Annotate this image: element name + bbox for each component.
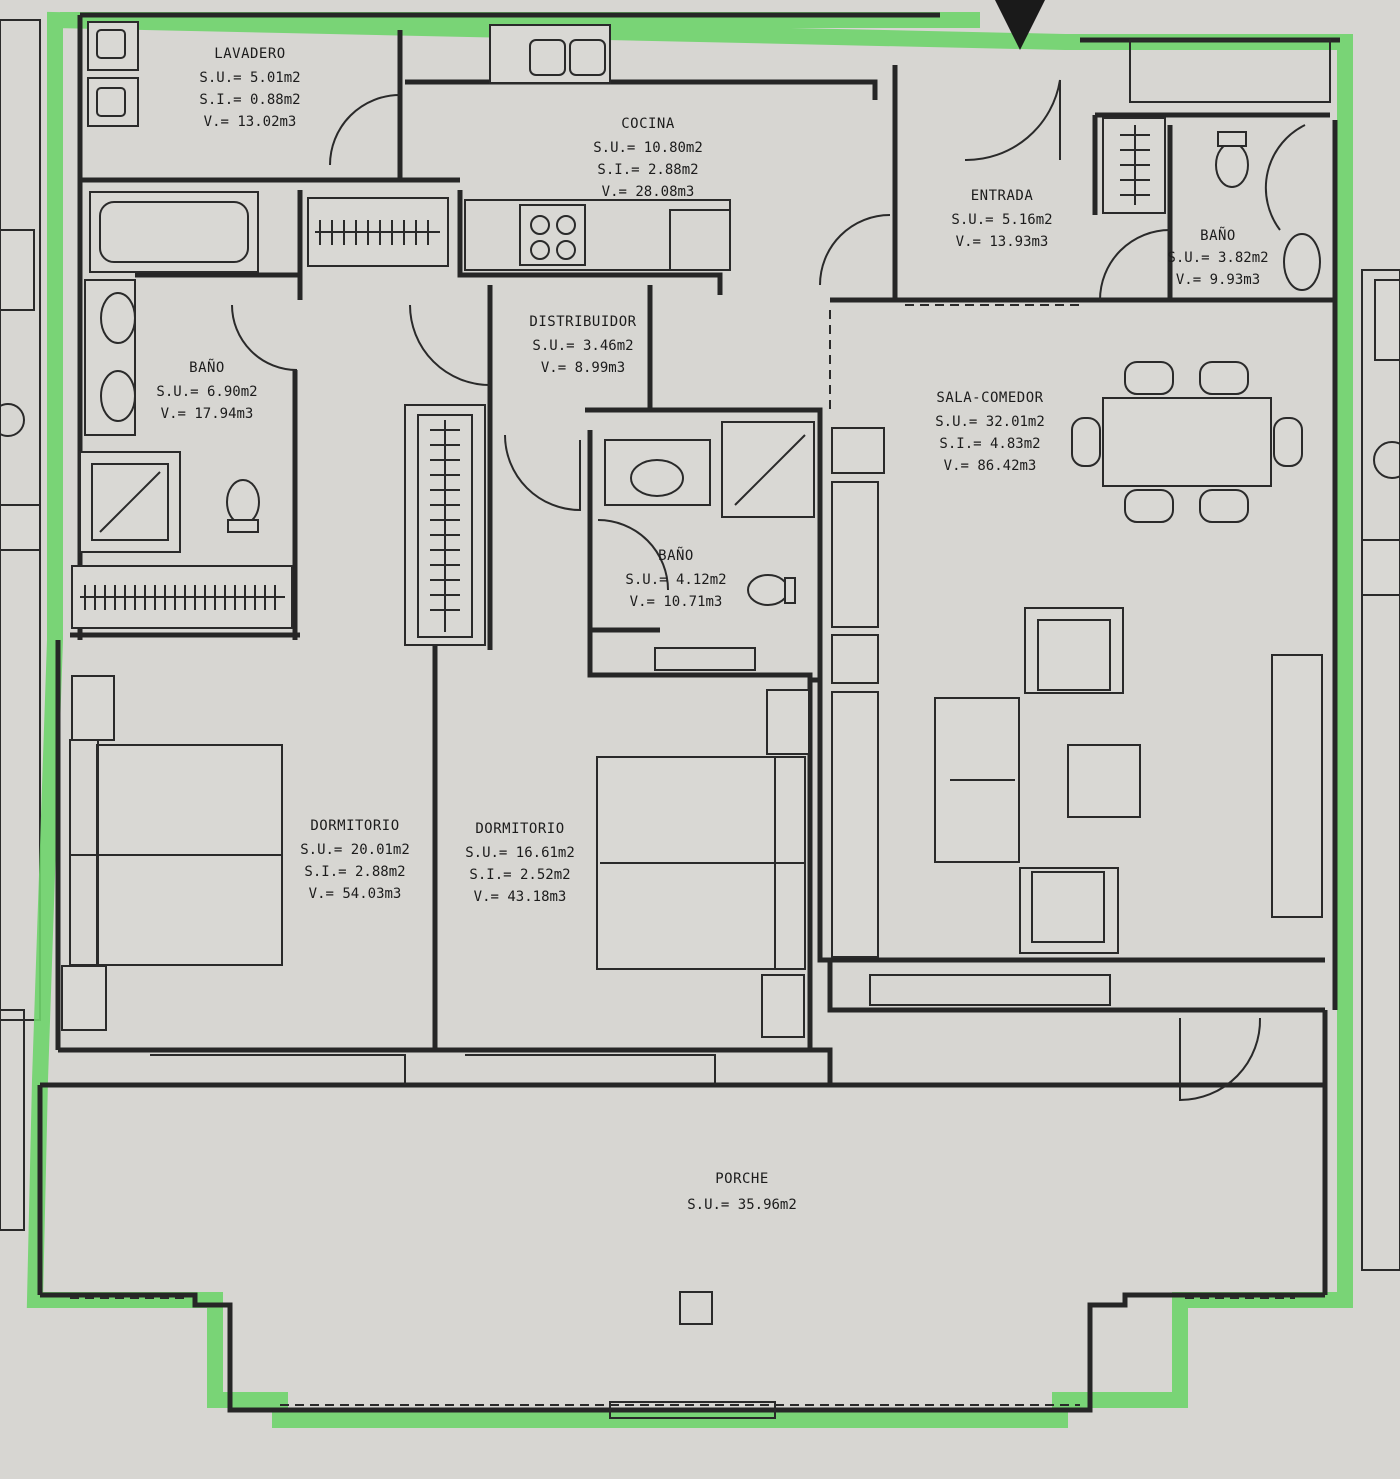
room-metric: S.U.= 16.61m2 [465, 845, 575, 861]
room-metric: S.I.= 2.52m2 [469, 867, 570, 883]
room-name: SALA-COMEDOR [936, 390, 1043, 406]
sink-icon [1283, 233, 1321, 291]
sink-icon [529, 39, 566, 76]
wardrobe-icon [404, 404, 486, 646]
room-metric: V.= 9.93m3 [1176, 272, 1260, 288]
room-label-dormitorio-1: DORMITORIO S.U.= 20.01m2 S.I.= 2.88m2 V.… [300, 818, 410, 902]
bathroom-central-fixtures [604, 421, 815, 671]
room-metric: S.U.= 5.01m2 [199, 70, 300, 86]
entrance-arrow-icon [995, 0, 1045, 50]
room-metric: V.= 86.42m3 [944, 458, 1037, 474]
room-label-sala-comedor: SALA-COMEDOR S.U.= 32.01m2 S.I.= 4.83m2 … [935, 390, 1045, 474]
room-metric: S.U.= 6.90m2 [156, 384, 257, 400]
toilet-icon [226, 479, 260, 533]
wardrobe-icon [71, 565, 293, 629]
room-metric: S.U.= 3.82m2 [1167, 250, 1268, 266]
stove-icon [519, 204, 586, 266]
room-metric: S.U.= 3.46m2 [532, 338, 633, 354]
room-metric: S.I.= 2.88m2 [304, 864, 405, 880]
door-swing-icon [231, 79, 1306, 1102]
room-label-bano-principal: BAÑO S.U.= 6.90m2 V.= 17.94m3 [156, 359, 257, 422]
toilet-icon [1215, 131, 1249, 188]
wardrobe-icon [307, 197, 449, 267]
room-metric: S.I.= 0.88m2 [199, 92, 300, 108]
bathroom-main-fixtures [71, 191, 449, 629]
room-label-cocina: COCINA S.U.= 10.80m2 S.I.= 2.88m2 V.= 28… [593, 116, 703, 200]
room-label-porche: PORCHE S.U.= 35.96m2 [687, 1171, 797, 1213]
bathroom-entrance-fixtures [1102, 39, 1331, 291]
room-name: COCINA [621, 116, 675, 132]
room-label-dormitorio-2: DORMITORIO S.U.= 16.61m2 S.I.= 2.52m2 V.… [465, 821, 575, 905]
room-label-distribuidor: DISTRIBUIDOR S.U.= 3.46m2 V.= 8.99m3 [529, 314, 636, 376]
shower-icon [79, 451, 181, 553]
room-metric: S.I.= 4.83m2 [939, 436, 1040, 452]
room-name: LAVADERO [214, 46, 285, 62]
neighbor-unit-right [1361, 269, 1400, 1271]
bed-icon [596, 756, 806, 970]
room-metric: V.= 13.93m3 [956, 234, 1049, 250]
room-label-entrada: ENTRADA S.U.= 5.16m2 V.= 13.93m3 [951, 188, 1052, 250]
kitchen-fixtures [464, 24, 731, 271]
room-metric: S.U.= 10.80m2 [593, 140, 703, 156]
room-name: BAÑO [1200, 227, 1236, 244]
bathtub-icon [89, 191, 259, 273]
toilet-icon [747, 574, 796, 606]
room-metric: S.U.= 35.96m2 [687, 1197, 797, 1213]
neighbor-unit-left [0, 19, 41, 1231]
sink-icon [100, 292, 136, 344]
room-label-bano-entrada: BAÑO S.U.= 3.82m2 V.= 9.93m3 [1167, 227, 1268, 288]
room-name: ENTRADA [971, 188, 1034, 204]
room-metric: S.U.= 32.01m2 [935, 414, 1045, 430]
room-name: DISTRIBUIDOR [529, 314, 636, 330]
dining-table-icon [1071, 361, 1303, 523]
room-metric: S.U.= 4.12m2 [625, 572, 726, 588]
room-metric: V.= 10.71m3 [630, 594, 723, 610]
room-metric: V.= 43.18m3 [474, 889, 567, 905]
sink-icon [630, 459, 684, 497]
room-label-bano-central: BAÑO S.U.= 4.12m2 V.= 10.71m3 [625, 547, 726, 610]
bed-icon [69, 739, 283, 966]
laundry-fixtures [87, 21, 139, 127]
room-metric: S.U.= 5.16m2 [951, 212, 1052, 228]
room-metric: S.I.= 2.88m2 [597, 162, 698, 178]
room-name: BAÑO [658, 547, 694, 564]
unit-outline-highlight [26, 11, 1353, 1428]
room-metric: V.= 17.94m3 [161, 406, 254, 422]
room-metric: V.= 28.08m3 [602, 184, 695, 200]
room-name: BAÑO [189, 359, 225, 376]
room-metric: S.U.= 20.01m2 [300, 842, 410, 858]
room-name: PORCHE [715, 1171, 769, 1187]
room-label-lavadero: LAVADERO S.U.= 5.01m2 S.I.= 0.88m2 V.= 1… [199, 46, 300, 130]
shower-icon [721, 421, 815, 518]
room-metric: V.= 13.02m3 [204, 114, 297, 130]
interior-walls [40, 30, 1335, 1088]
room-metric: V.= 8.99m3 [541, 360, 625, 376]
sofa-icon [934, 607, 1141, 954]
room-metric: V.= 54.03m3 [309, 886, 402, 902]
room-name: DORMITORIO [310, 818, 399, 834]
room-name: DORMITORIO [475, 821, 564, 837]
